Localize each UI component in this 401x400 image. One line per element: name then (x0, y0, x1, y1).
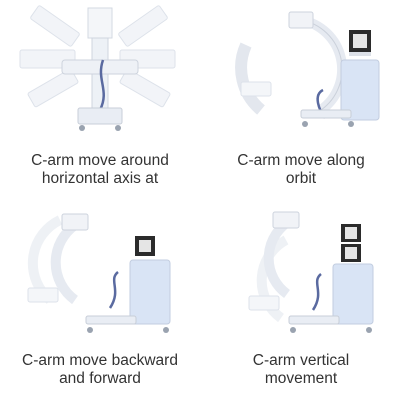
panel-along-orbit: C-arm move along orbit (201, 0, 401, 200)
c-arm-rotation-illustration (19, 5, 176, 131)
panel-vertical-movement: C-arm vertical movement (201, 200, 401, 400)
caption-line: movement (264, 370, 338, 387)
caption-horizontal-axis: C-arm move around horizontal axis at (0, 152, 200, 188)
caption-line: C-arm move along (237, 152, 365, 169)
panel-backward-forward: C-arm move backward and forward (0, 200, 200, 400)
caption-line: horizontal axis at (41, 170, 159, 187)
caption-line: C-arm move around (31, 152, 169, 169)
caption-line: and forward (59, 370, 141, 387)
c-arm-vertical-illustration (248, 211, 374, 333)
caption-vertical-movement: C-arm vertical movement (201, 352, 401, 388)
caption-line: C-arm vertical (252, 352, 350, 369)
panel-horizontal-axis: C-arm move around horizontal axis at (0, 0, 200, 200)
c-arm-backward-forward-illustration (27, 213, 171, 333)
caption-line: orbit (285, 170, 317, 187)
c-arm-orbit-illustration (235, 11, 380, 127)
caption-backward-forward: C-arm move backward and forward (0, 352, 200, 388)
caption-line: C-arm move backward (22, 352, 178, 369)
caption-along-orbit: C-arm move along orbit (201, 152, 401, 188)
